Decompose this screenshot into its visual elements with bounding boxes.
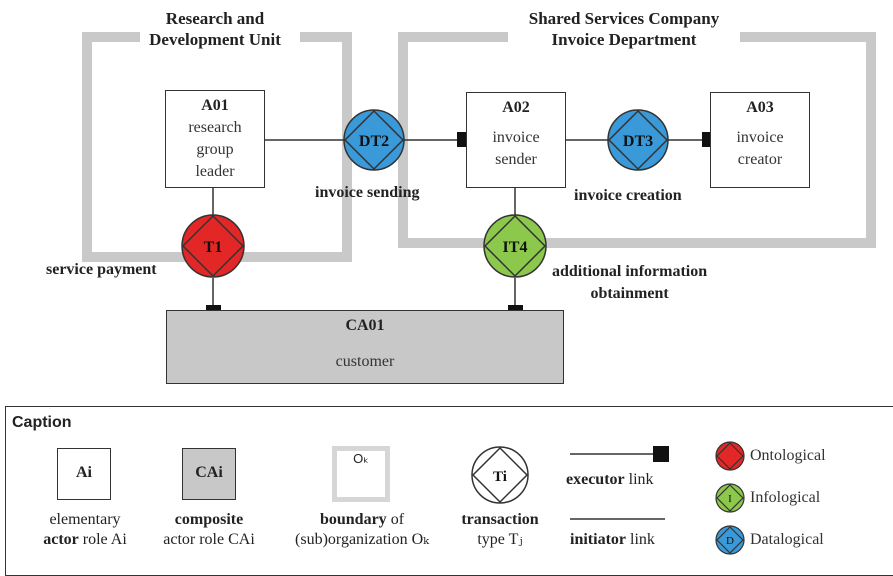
transaction-t1-label: service payment bbox=[46, 261, 157, 278]
caption-link-lines bbox=[570, 446, 669, 520]
transaction-dt3-label: invoice creation bbox=[574, 187, 682, 204]
actor-a02-desc: invoice sender bbox=[492, 129, 540, 168]
caption-initiator-rest: link bbox=[626, 531, 655, 548]
composite-actor-ca01-desc: customer bbox=[335, 353, 395, 370]
caption-initiator-text: initiator link bbox=[570, 530, 655, 550]
caption-executor-marker bbox=[653, 446, 669, 462]
caption-boundary-symbol: Oₖ bbox=[332, 446, 390, 502]
caption-composite-text-bold: composite bbox=[174, 511, 244, 528]
actor-a03: A03 invoice creator bbox=[710, 92, 810, 188]
caption-box bbox=[5, 406, 893, 576]
caption-actor-text: elementary actor role Ai bbox=[28, 510, 142, 550]
actor-a02-id: A02 bbox=[502, 99, 530, 116]
composite-actor-ca01-id: CA01 bbox=[345, 317, 385, 334]
transaction-it4-label: additional information obtainment bbox=[552, 263, 708, 302]
caption-executor-text: executor link bbox=[566, 470, 654, 490]
caption-transaction-text-2: type Tⱼ bbox=[477, 531, 523, 548]
legend-ontological-icon bbox=[715, 441, 745, 471]
caption-boundary-text-bold: boundary bbox=[319, 511, 387, 528]
caption-actor-symbol-text: Ai bbox=[76, 464, 92, 481]
boundary-invoice-department-title: Shared Services Company Invoice Departme… bbox=[508, 8, 740, 50]
legend-infological-label: Infological bbox=[750, 489, 821, 506]
caption-actor-text-2: role Ai bbox=[78, 531, 127, 548]
caption-boundary-text-3: (sub)organization Oₖ bbox=[295, 531, 429, 548]
boundary-research-unit-top-right bbox=[300, 32, 352, 42]
caption-actor-symbol: Ai bbox=[57, 448, 111, 500]
transaction-dt2-label: invoice sending bbox=[315, 184, 420, 201]
boundary-invoice-department-top-left bbox=[398, 32, 510, 42]
legend-infological-symbol: I bbox=[728, 493, 732, 505]
caption-actor-text-1: elementary bbox=[49, 511, 121, 528]
caption-transaction-text: transaction type Tⱼ bbox=[445, 510, 555, 550]
caption-composite-symbol-text: CAi bbox=[195, 464, 223, 481]
caption-boundary-symbol-text: Oₖ bbox=[353, 451, 369, 466]
boundary-research-unit-title: Research and Development Unit bbox=[140, 8, 290, 50]
composite-actor-ca01: CA01 customer bbox=[166, 310, 564, 384]
legend-infological-icon: I bbox=[715, 483, 745, 513]
caption-legend-icons: I D bbox=[715, 441, 745, 555]
caption-transaction-symbol-text: Ti bbox=[493, 469, 507, 485]
caption-initiator-bold: initiator bbox=[570, 531, 626, 548]
caption-composite-symbol: CAi bbox=[182, 448, 236, 500]
actor-a02: A02 invoice sender bbox=[466, 92, 566, 188]
caption-actor-text-bold: actor bbox=[43, 531, 79, 548]
caption-executor-bold: executor bbox=[566, 471, 625, 488]
caption-boundary-text: boundary of (sub)organization Oₖ bbox=[282, 510, 442, 550]
actor-a03-desc: invoice creator bbox=[736, 129, 784, 168]
legend-datalogical-icon: D bbox=[715, 525, 745, 555]
caption-executor-rest: link bbox=[624, 471, 654, 488]
legend-datalogical-symbol: D bbox=[726, 535, 734, 547]
legend-datalogical-label: Datalogical bbox=[750, 531, 824, 548]
actor-a01-desc: research group leader bbox=[188, 119, 242, 180]
caption-title: Caption bbox=[12, 414, 72, 431]
actor-a03-id: A03 bbox=[746, 99, 774, 116]
boundary-invoice-department-top-right bbox=[738, 32, 876, 42]
actor-a01: A01 research group leader bbox=[165, 90, 265, 188]
caption-composite-text-2: actor role CAi bbox=[163, 531, 255, 548]
caption-transaction-symbol: Ti bbox=[471, 446, 529, 504]
caption-composite-text: composite actor role CAi bbox=[150, 510, 268, 550]
caption-transaction-text-bold: transaction bbox=[461, 511, 539, 528]
actor-a01-id: A01 bbox=[201, 97, 229, 114]
boundary-research-unit-top-left bbox=[82, 32, 162, 42]
legend-ontological-label: Ontological bbox=[750, 447, 826, 464]
caption-boundary-text-2: of bbox=[386, 511, 405, 528]
